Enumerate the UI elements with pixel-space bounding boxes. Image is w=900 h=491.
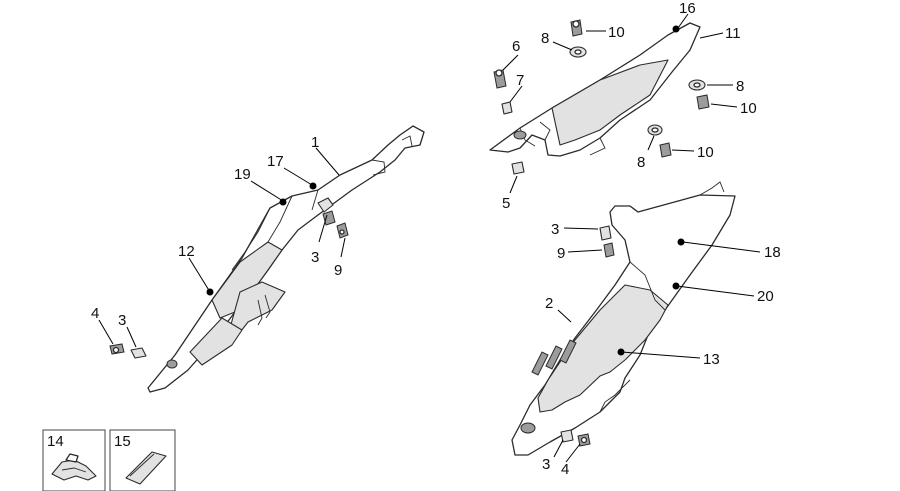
leader-dots xyxy=(206,25,685,356)
callout-1: 1 xyxy=(311,134,319,151)
callout-16: 16 xyxy=(679,0,696,17)
callout-3-left-rear: 3 xyxy=(118,312,126,329)
callout-10-right: 10 xyxy=(740,100,757,117)
callout-10-top: 10 xyxy=(608,24,625,41)
left-fasteners xyxy=(109,210,349,359)
inset-box-15: 15 xyxy=(109,429,176,491)
callout-5: 5 xyxy=(502,195,510,212)
callout-11: 11 xyxy=(725,25,741,42)
callout-13: 13 xyxy=(703,351,720,368)
callout-4-right: 4 xyxy=(561,461,569,478)
callout-9-right: 9 xyxy=(557,245,565,262)
clip-nut-icon xyxy=(51,453,97,481)
leader-lines xyxy=(98,13,761,463)
callout-12: 12 xyxy=(178,243,195,260)
upper-fasteners xyxy=(493,19,710,175)
callout-labels: 1 17 19 12 3 9 4 3 16 10 11 8 6 7 8 10 1… xyxy=(91,0,781,478)
lower-fasteners xyxy=(560,225,615,447)
adhesive-pad-icon xyxy=(125,451,167,485)
callout-3-right-top: 3 xyxy=(551,221,559,238)
callout-20: 20 xyxy=(757,288,774,305)
upper-tail-cover-part xyxy=(489,22,701,157)
callout-9-left: 9 xyxy=(334,262,342,279)
callout-8-top: 8 xyxy=(541,30,549,47)
callout-6: 6 xyxy=(512,38,520,55)
callout-4-left: 4 xyxy=(91,305,99,322)
callout-18: 18 xyxy=(764,244,781,261)
inset-box-14: 14 xyxy=(42,429,106,491)
callout-7: 7 xyxy=(516,72,524,89)
callout-8-lower: 8 xyxy=(637,154,645,171)
callout-19: 19 xyxy=(234,166,251,183)
left-tail-frame-part xyxy=(147,125,425,393)
callout-2: 2 xyxy=(545,295,553,312)
callout-3-left-bracket: 3 xyxy=(311,249,319,266)
callout-17: 17 xyxy=(267,153,284,170)
side-fairing-part xyxy=(511,181,736,456)
inset-14-label: 14 xyxy=(47,433,64,450)
callout-10-lower: 10 xyxy=(697,144,714,161)
callout-8-right: 8 xyxy=(736,78,744,95)
inset-15-label: 15 xyxy=(114,433,131,450)
callout-3-right-bottom: 3 xyxy=(542,456,550,473)
